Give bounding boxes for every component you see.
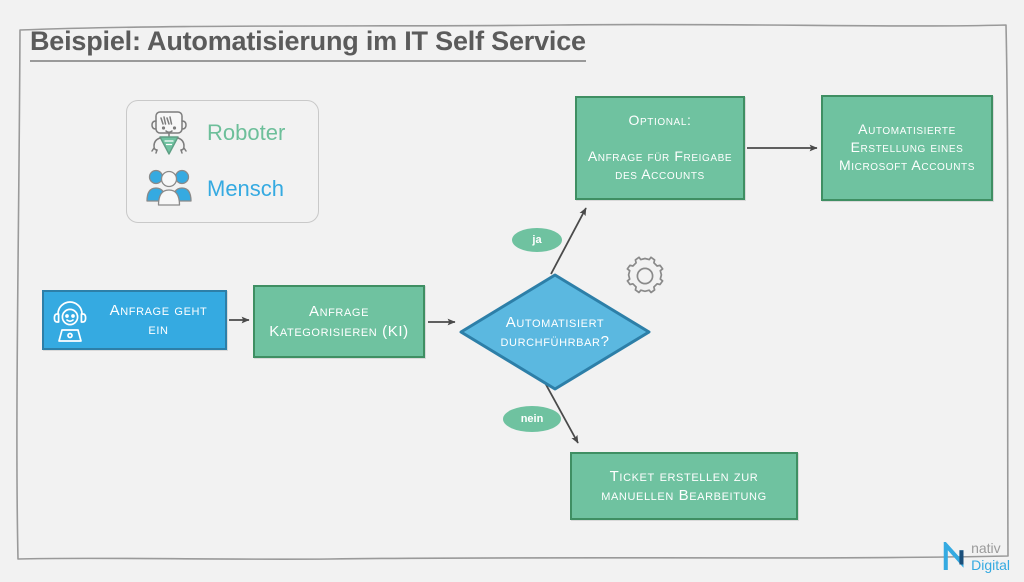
branch-label-nein: nein xyxy=(503,406,561,432)
flow-node-microsoft-account[interactable]: Automatisierte Erstellung eines Microsof… xyxy=(821,95,993,201)
flow-node-line-1: Ticket erstellen zur xyxy=(609,467,759,485)
flow-node-line-2: Erstellung eines xyxy=(850,139,964,156)
flow-node-line-2: Anfrage für Freigabe xyxy=(587,148,733,164)
flow-node-line-3: des Accounts xyxy=(615,165,705,182)
people-icon xyxy=(143,163,195,215)
legend-label-mensch: Mensch xyxy=(207,176,285,201)
flow-node-decision-automatisiert[interactable]: Automatisiert durchführbar? xyxy=(458,272,652,392)
nativ-digital-logo: nativ Digital xyxy=(943,539,1010,574)
headset-person-icon xyxy=(46,296,94,344)
flow-node-line-2: manuellen Bearbeitung xyxy=(601,487,767,504)
flow-node-label: Ticket erstellen zur manuellen Bearbeitu… xyxy=(580,467,788,505)
flow-node-line-1: Optional: xyxy=(628,112,692,129)
flow-node-label: Anfrage geht ein xyxy=(109,301,208,338)
robot-icon xyxy=(143,107,195,159)
branch-label-ja: ja xyxy=(512,228,562,252)
flow-node-line-2: Kategorisieren (KI) xyxy=(269,322,409,340)
logo-line-1: nativ xyxy=(971,540,1001,557)
flow-node-line-2: durchführbar? xyxy=(500,333,610,350)
flow-node-anfrage-geht-ein[interactable]: Anfrage geht ein xyxy=(42,290,227,350)
flow-node-ticket-manuell[interactable]: Ticket erstellen zur manuellen Bearbeitu… xyxy=(570,452,798,520)
flow-node-label: Automatisierte Erstellung eines Microsof… xyxy=(831,121,983,175)
flow-node-label: Anfrage Kategorisieren (KI) xyxy=(263,302,415,340)
nativ-digital-logo-icon xyxy=(943,539,967,574)
flow-node-label: Optional: Anfrage für Freigabe des Accou… xyxy=(585,112,735,184)
legend-label-roboter: Roboter xyxy=(207,120,286,145)
flow-node-line-1: Anfrage xyxy=(308,303,370,321)
gear-icon xyxy=(621,252,669,300)
flow-node-line-1: Automatisierte xyxy=(858,121,956,138)
diamond-shape xyxy=(459,273,651,391)
legend-item-roboter: Roboter xyxy=(143,107,285,159)
legend-item-mensch: Mensch xyxy=(143,163,284,215)
page-title: Beispiel: Automatisierung im IT Self Ser… xyxy=(30,26,586,62)
flow-node-line-1: Automatisiert xyxy=(505,313,605,331)
flow-node-line-3: Microsoft Accounts xyxy=(838,156,976,173)
flow-node-optional-freigabe[interactable]: Optional: Anfrage für Freigabe des Accou… xyxy=(575,96,745,200)
logo-wordmark: nativ Digital xyxy=(971,541,1010,574)
flow-node-label: Automatisiert durchführbar? xyxy=(458,272,652,392)
legend-box: Roboter Mensch xyxy=(126,100,319,223)
logo-line-2: Digital xyxy=(971,556,1010,573)
flow-node-kategorisieren[interactable]: Anfrage Kategorisieren (KI) xyxy=(253,285,425,358)
